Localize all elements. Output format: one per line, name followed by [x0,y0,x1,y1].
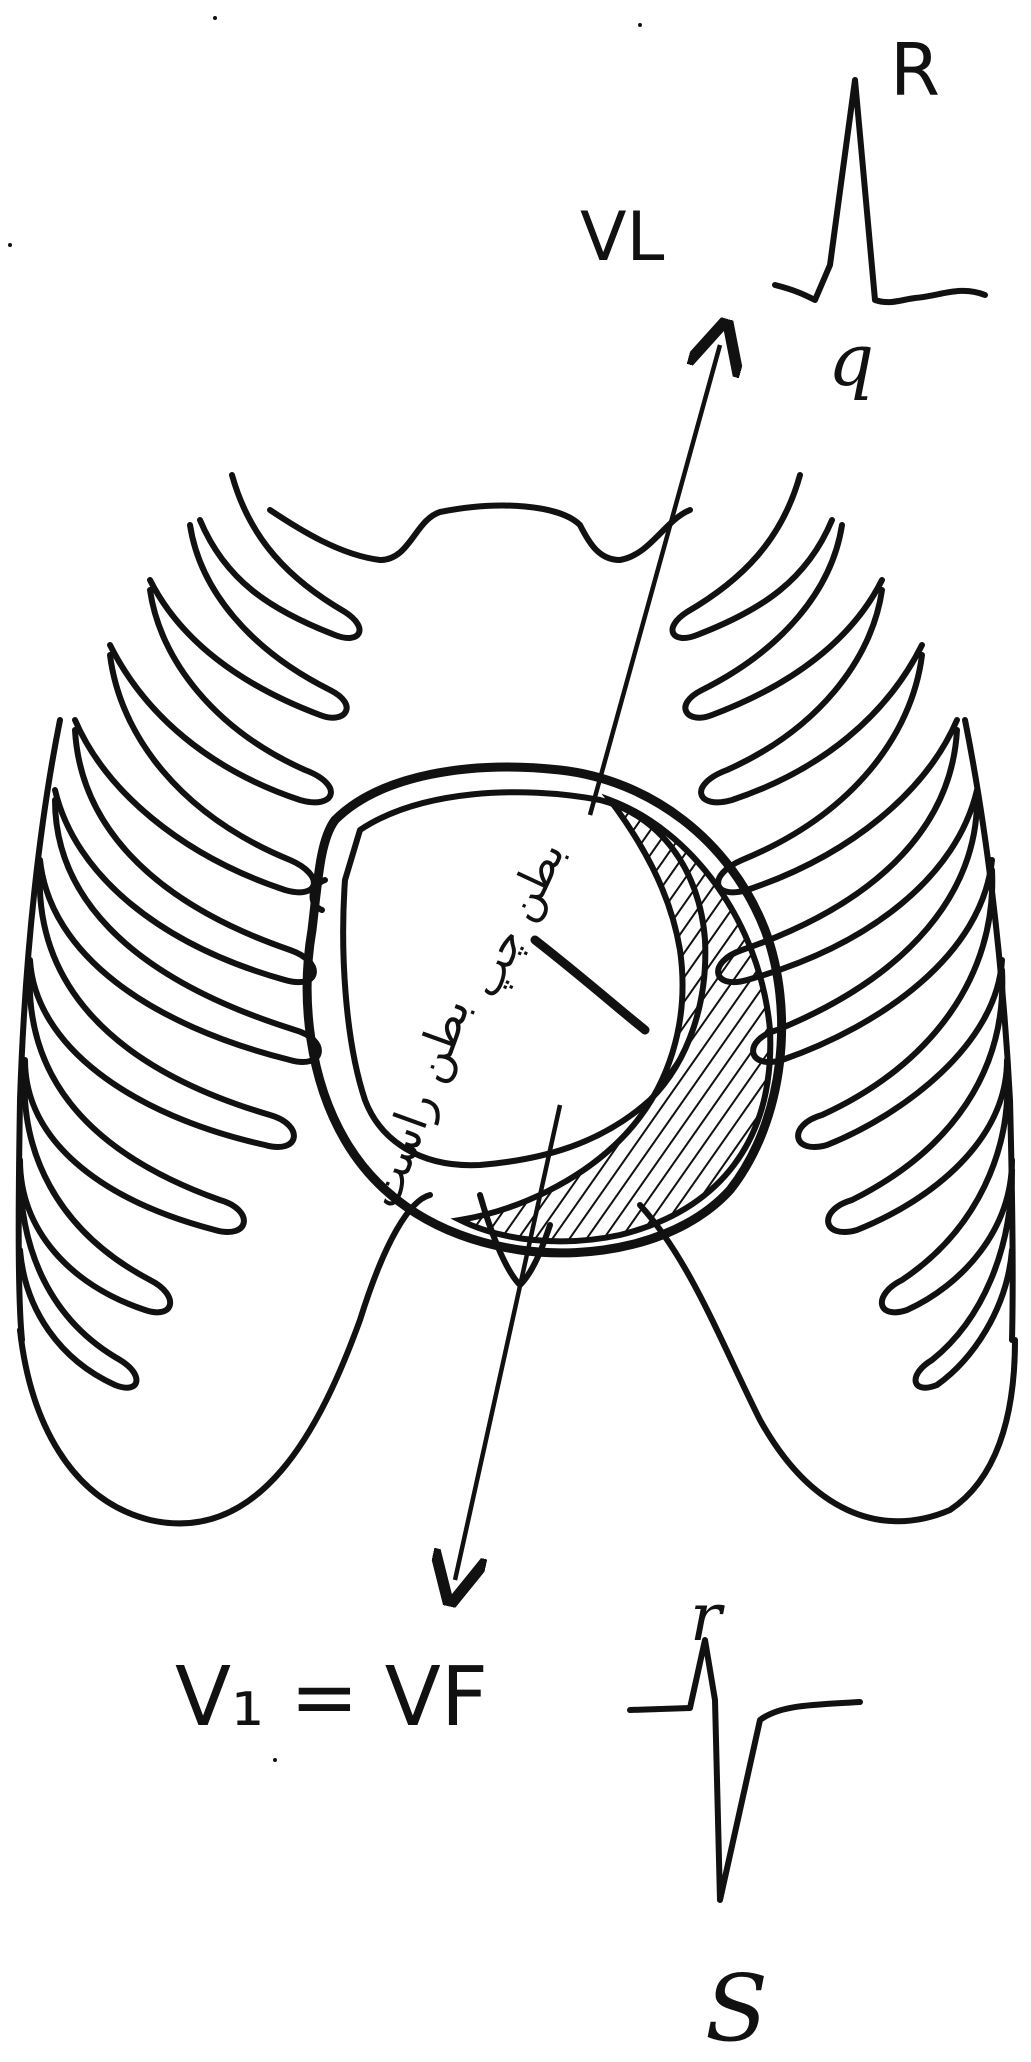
rib-cage [19,475,1015,1523]
vl-lead: VL R q [580,28,985,402]
vl-axis-arrow [590,345,720,815]
sternal-notch [270,506,690,560]
v1-vf-lead-label: V₁ = VF [175,1650,488,1745]
vl-r-wave-label: R [890,28,940,112]
vf-axis-arrow [455,1105,560,1580]
right-rib-1 [673,475,832,638]
right-rib-2 [685,525,882,718]
v1-ecg-waveform [630,1640,860,1900]
left-rib-10 [20,1170,136,1388]
vl-q-wave-label: q [828,318,874,402]
left-rib-2 [150,525,347,718]
v1-r-wave-label: r [690,1579,725,1656]
diaphragm-outline [20,1195,430,1523]
right-ventricle-label: بطن راست [355,990,482,1215]
left-rib-1 [200,475,359,638]
left-ventricle-label: بطن چپ [458,833,574,1005]
right-rib-10 [916,1170,1012,1388]
v1-vf-lead: V₁ = VF r S [175,1579,860,2062]
left-rib-8 [25,970,244,1232]
interventricular-septum [535,940,645,1030]
vl-ecg-waveform [775,80,985,302]
v1-s-wave-label: S [705,1955,768,2062]
vl-lead-label: VL [580,198,665,277]
